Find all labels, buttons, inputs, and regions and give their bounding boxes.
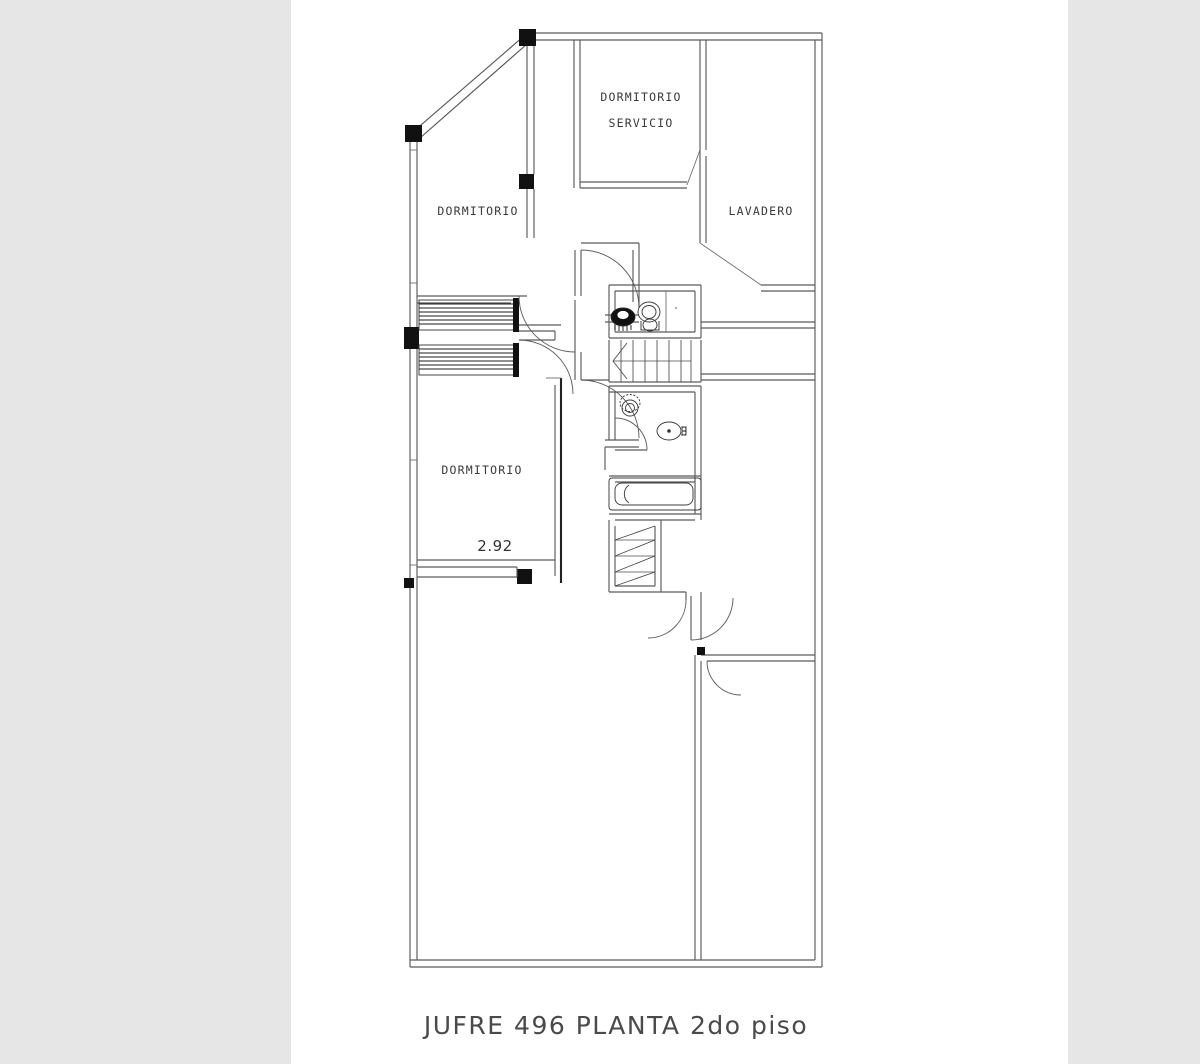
room-label-dormitorio-lower: DORMITORIO	[441, 463, 522, 477]
wardrobe-hatching	[418, 298, 561, 377]
floor-plan-drawing: DORMITORIO SERVICIO LAVADERO DORMITORIO …	[404, 29, 823, 1040]
room-label-dormitorio-servicio-line1: DORMITORIO	[600, 90, 681, 104]
main-staircase	[608, 340, 702, 383]
upper-left-bedroom-walls	[417, 46, 535, 304]
column-angle	[405, 125, 422, 142]
drawing-sheet: DORMITORIO SERVICIO LAVADERO DORMITORIO …	[291, 0, 1068, 1064]
column-top	[519, 29, 536, 46]
lower-hall-doors	[647, 591, 734, 641]
room-label-lavadero: LAVADERO	[729, 204, 794, 218]
column-lower-hall	[404, 578, 414, 588]
closet-shelving	[608, 520, 662, 593]
toilet-fixture-upper	[637, 301, 661, 332]
column-upper-mid	[519, 174, 534, 189]
window-openings	[410, 149, 417, 566]
room-labels: DORMITORIO SERVICIO LAVADERO DORMITORIO …	[437, 90, 794, 477]
lower-bathroom	[608, 385, 702, 521]
column-left-mid	[404, 327, 419, 349]
right-side-partitions	[694, 321, 815, 960]
dimension-labels: 2.92	[477, 537, 512, 555]
column-lower-left	[517, 569, 532, 584]
room-label-dormitorio-upper: DORMITORIO	[437, 204, 518, 218]
bathtub-fixture	[608, 477, 702, 511]
page-title: JUFRE 496 PLANTA 2do piso	[422, 1011, 808, 1040]
toilet-fixture-lower	[619, 394, 641, 417]
lower-left-bedroom-walls	[417, 377, 563, 583]
dimension-2-92: 2.92	[477, 537, 512, 555]
upper-rooms-walls	[573, 40, 815, 292]
outer-walls	[409, 32, 823, 968]
upper-bathroom	[608, 284, 702, 339]
sink-fixture	[656, 421, 687, 441]
bidet-fixture	[610, 307, 636, 331]
room-label-dormitorio-servicio-line2: SERVICIO	[609, 116, 674, 130]
structural-columns	[404, 29, 536, 588]
